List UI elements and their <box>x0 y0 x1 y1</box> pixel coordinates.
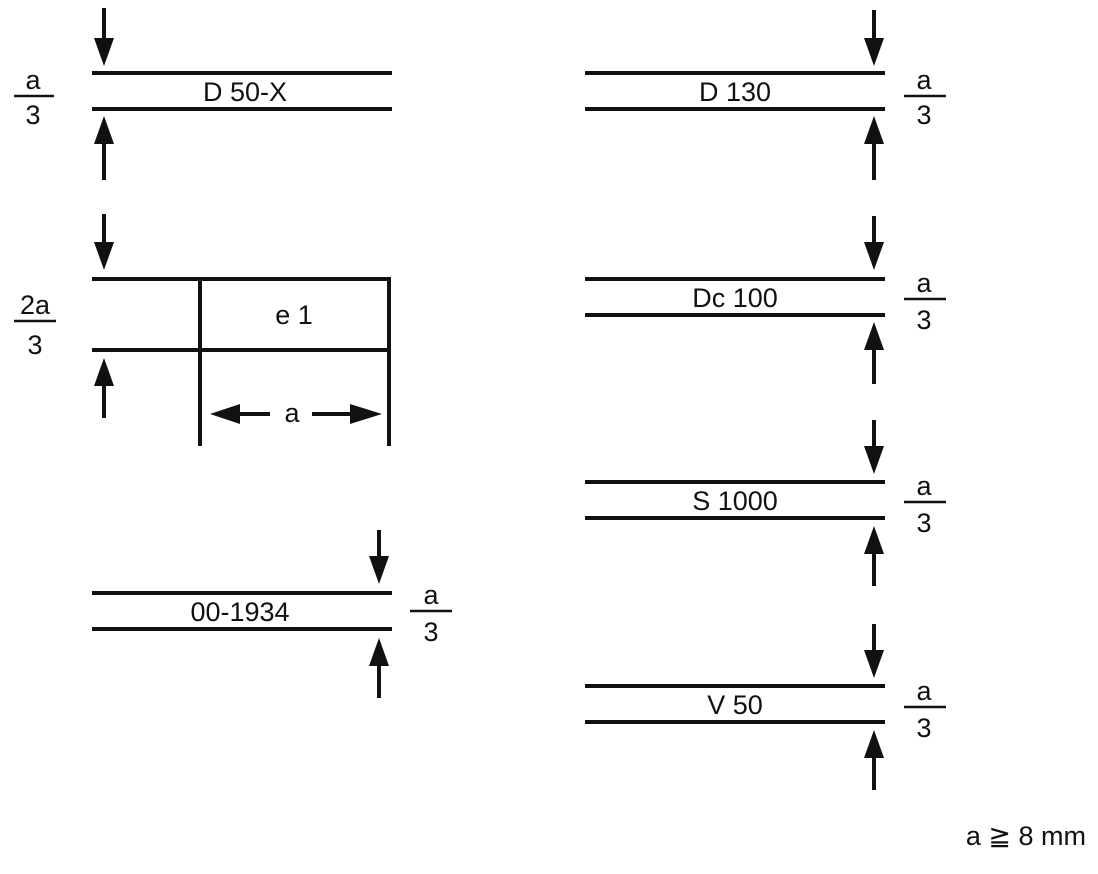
svg-text:3: 3 <box>27 330 42 360</box>
down-arrow-icon <box>864 10 884 66</box>
up-arrow-icon <box>864 730 884 790</box>
fraction-2a-3: 2a 3 <box>14 290 56 360</box>
up-arrow-icon <box>369 638 389 698</box>
down-arrow-icon <box>94 214 114 270</box>
svg-text:2a: 2a <box>20 290 51 320</box>
svg-text:a: a <box>25 65 41 95</box>
svg-text:a: a <box>423 580 439 610</box>
marking-00-1934: 00-1934 a 3 <box>92 530 452 698</box>
footnote: a ≧ 8 mm <box>966 821 1086 851</box>
marking-label: e 1 <box>275 300 313 330</box>
marking-label: V 50 <box>707 690 763 720</box>
fraction-a-3: a 3 <box>904 268 946 335</box>
marking-label: 00-1934 <box>190 597 289 627</box>
svg-text:a: a <box>916 268 932 298</box>
marking-s1000: S 1000 a 3 <box>585 420 946 586</box>
up-arrow-icon <box>864 116 884 180</box>
down-arrow-icon <box>369 530 389 584</box>
svg-text:a: a <box>916 471 932 501</box>
fraction-a-3: a 3 <box>904 65 946 130</box>
fraction-a-3: a 3 <box>904 676 946 743</box>
svg-text:3: 3 <box>423 617 438 647</box>
fraction-a-3: a 3 <box>904 471 946 538</box>
fraction-a-3: a 3 <box>14 65 54 130</box>
marking-label: D 130 <box>699 77 771 107</box>
svg-text:3: 3 <box>916 100 931 130</box>
marking-v50: V 50 a 3 <box>585 624 946 790</box>
marking-label: Dc 100 <box>692 283 778 313</box>
svg-text:3: 3 <box>916 508 931 538</box>
fraction-a-3: a 3 <box>410 580 452 647</box>
left-arrow-icon <box>210 404 270 424</box>
down-arrow-icon <box>864 624 884 678</box>
marking-label: S 1000 <box>692 486 778 516</box>
width-dimension: a <box>210 398 382 428</box>
down-arrow-icon <box>864 420 884 474</box>
up-arrow-icon <box>864 526 884 586</box>
down-arrow-icon <box>94 8 114 66</box>
marking-d130: D 130 a 3 <box>585 10 946 180</box>
marking-label: D 50-X <box>203 77 287 107</box>
right-arrow-icon <box>312 404 382 424</box>
svg-text:a: a <box>916 676 932 706</box>
up-arrow-icon <box>94 116 114 180</box>
svg-text:3: 3 <box>916 713 931 743</box>
svg-text:3: 3 <box>916 305 931 335</box>
down-arrow-icon <box>864 216 884 270</box>
up-arrow-icon <box>94 358 114 418</box>
dimension-label: a <box>284 398 300 428</box>
marking-dc100: Dc 100 a 3 <box>585 216 946 384</box>
marking-e1: e 1 2a 3 a <box>14 214 391 446</box>
svg-text:3: 3 <box>25 100 40 130</box>
up-arrow-icon <box>864 322 884 384</box>
svg-text:a: a <box>916 65 932 95</box>
marking-d50x: D 50-X a 3 <box>14 8 392 180</box>
